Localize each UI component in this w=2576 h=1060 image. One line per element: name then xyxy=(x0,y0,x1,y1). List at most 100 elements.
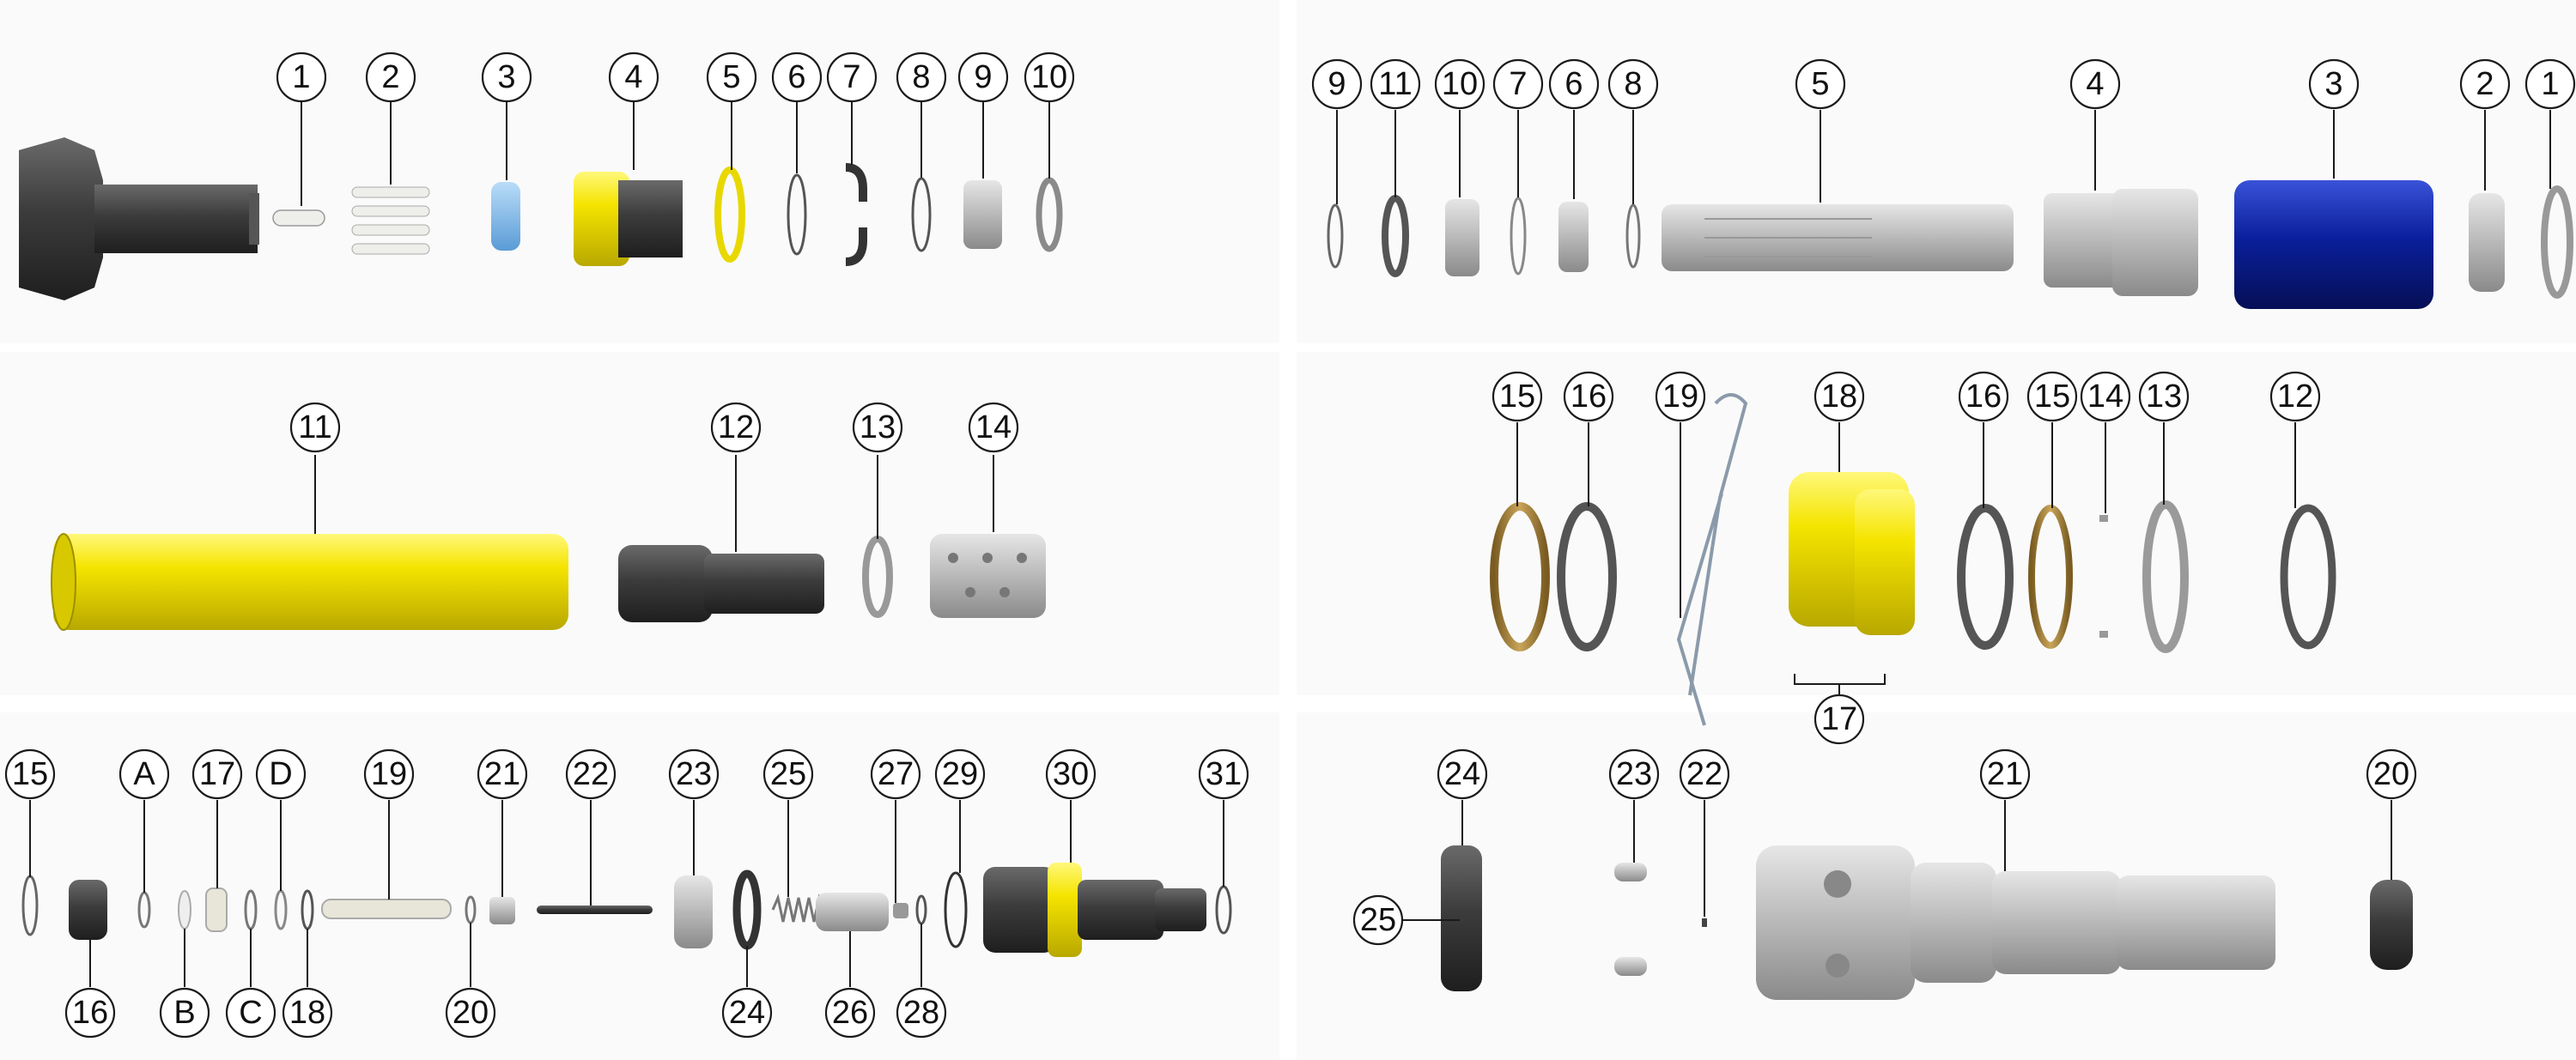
svg-text:26: 26 xyxy=(832,995,868,1031)
svg-text:D: D xyxy=(269,756,292,792)
callout-br-22: 22 xyxy=(1679,748,1730,800)
callout-tl-5: 5 xyxy=(706,51,757,103)
callout-tr-6: 6 xyxy=(1548,58,1600,110)
callout-mr-14: 14 xyxy=(2080,371,2131,422)
part-r8-oring xyxy=(1625,203,1641,269)
callout-ml-12: 12 xyxy=(710,402,762,453)
svg-text:13: 13 xyxy=(860,409,896,445)
part-b27-pin xyxy=(893,903,908,918)
svg-text:17: 17 xyxy=(1821,701,1857,737)
svg-text:22: 22 xyxy=(1686,756,1722,792)
part-12-dark-housing xyxy=(618,545,824,622)
svg-text:5: 5 xyxy=(722,59,740,95)
svg-text:31: 31 xyxy=(1206,756,1242,792)
svg-text:11: 11 xyxy=(1378,66,1412,102)
part-m12-split-ring xyxy=(2280,504,2336,650)
callout-bl-17: 17 xyxy=(191,748,243,800)
callout-ml-13: 13 xyxy=(852,402,903,453)
svg-text:19: 19 xyxy=(1662,379,1698,415)
svg-text:B: B xyxy=(173,995,195,1031)
svg-text:21: 21 xyxy=(1987,756,2023,792)
svg-text:10: 10 xyxy=(1031,59,1067,95)
callout-bl-21: 21 xyxy=(477,748,528,800)
callout-bl-19: 19 xyxy=(363,748,415,800)
svg-text:16: 16 xyxy=(1965,379,2002,415)
callout-bl-28: 28 xyxy=(896,987,947,1039)
callout-mr-18: 18 xyxy=(1814,371,1865,422)
callout-mr-16b: 16 xyxy=(1958,371,2009,422)
part-m16b-ring xyxy=(1957,504,2014,650)
part-r10-sleeve xyxy=(1445,199,1479,276)
callout-br-25: 25 xyxy=(1352,894,1404,946)
svg-text:7: 7 xyxy=(1509,66,1527,102)
part-b16-nut xyxy=(69,880,107,940)
panel-mid-left xyxy=(0,352,1279,695)
part-m19-wire-pin xyxy=(1676,393,1748,726)
part-drill-bit xyxy=(19,137,259,300)
svg-text:25: 25 xyxy=(770,756,806,792)
svg-text:15: 15 xyxy=(12,756,48,792)
svg-text:4: 4 xyxy=(624,59,642,95)
part-br20-cap xyxy=(2370,880,2413,970)
svg-text:24: 24 xyxy=(1444,756,1480,792)
svg-text:16: 16 xyxy=(72,995,108,1031)
part-br21-cylinder xyxy=(1756,845,2275,1000)
callout-tl-6: 6 xyxy=(771,51,823,103)
svg-text:19: 19 xyxy=(371,756,407,792)
svg-text:6: 6 xyxy=(1564,66,1583,102)
svg-text:9: 9 xyxy=(974,59,992,95)
callout-bl-26: 26 xyxy=(824,987,876,1039)
svg-text:1: 1 xyxy=(2541,66,2559,102)
callout-bl-24: 24 xyxy=(721,987,773,1039)
callout-bl-29: 29 xyxy=(934,748,986,800)
svg-text:3: 3 xyxy=(2324,66,2342,102)
part-br24-disc xyxy=(1441,845,1482,991)
part-b22-rod xyxy=(537,906,653,914)
callout-bl-31: 31 xyxy=(1198,748,1249,800)
svg-text:20: 20 xyxy=(453,995,489,1031)
callout-bl-B: B xyxy=(159,987,210,1039)
svg-text:6: 6 xyxy=(787,59,805,95)
callout-tr-9: 9 xyxy=(1311,58,1363,110)
part-r4-threaded-sleeve xyxy=(2044,189,2198,296)
part-6-oring xyxy=(787,173,807,256)
part-r5-splined-shaft xyxy=(1662,204,2014,271)
callout-bl-C: C xyxy=(225,987,276,1039)
callout-mr-15: 15 xyxy=(1492,371,1543,422)
part-m14-pins xyxy=(2099,515,2108,638)
svg-text:8: 8 xyxy=(912,59,930,95)
part-4-yellow-coupling xyxy=(574,172,683,266)
part-b29-oring xyxy=(944,871,968,948)
callout-tl-1: 1 xyxy=(276,51,327,103)
callout-mr-16: 16 xyxy=(1563,371,1614,422)
part-m16-ring xyxy=(1557,502,1617,651)
callout-tr-8: 8 xyxy=(1607,58,1659,110)
svg-text:3: 3 xyxy=(497,59,515,95)
callout-br-20: 20 xyxy=(2366,748,2417,800)
part-9-sleeve xyxy=(963,180,1002,249)
part-7-split-ring xyxy=(845,163,867,266)
callout-tr-5: 5 xyxy=(1795,58,1846,110)
part-b26-piston xyxy=(816,893,889,931)
svg-text:23: 23 xyxy=(1616,756,1652,792)
part-bB-washer xyxy=(178,890,191,930)
callout-tl-9: 9 xyxy=(957,51,1009,103)
svg-text:10: 10 xyxy=(1442,66,1478,102)
callout-bl-27: 27 xyxy=(870,748,921,800)
svg-text:27: 27 xyxy=(878,756,914,792)
part-r6-collar xyxy=(1558,202,1589,272)
callout-ml-14: 14 xyxy=(968,402,1019,453)
svg-text:18: 18 xyxy=(1821,379,1857,415)
svg-text:2: 2 xyxy=(381,59,399,95)
part-5-oring xyxy=(714,167,745,263)
callout-bl-30: 30 xyxy=(1045,748,1097,800)
svg-text:5: 5 xyxy=(1811,66,1829,102)
callout-tl-2: 2 xyxy=(365,51,416,103)
svg-text:18: 18 xyxy=(289,995,325,1031)
part-r1-ring xyxy=(2541,185,2573,299)
svg-text:1: 1 xyxy=(292,59,310,95)
part-8-oring xyxy=(911,177,932,252)
callout-bl-22: 22 xyxy=(565,748,617,800)
svg-text:14: 14 xyxy=(975,409,1012,445)
